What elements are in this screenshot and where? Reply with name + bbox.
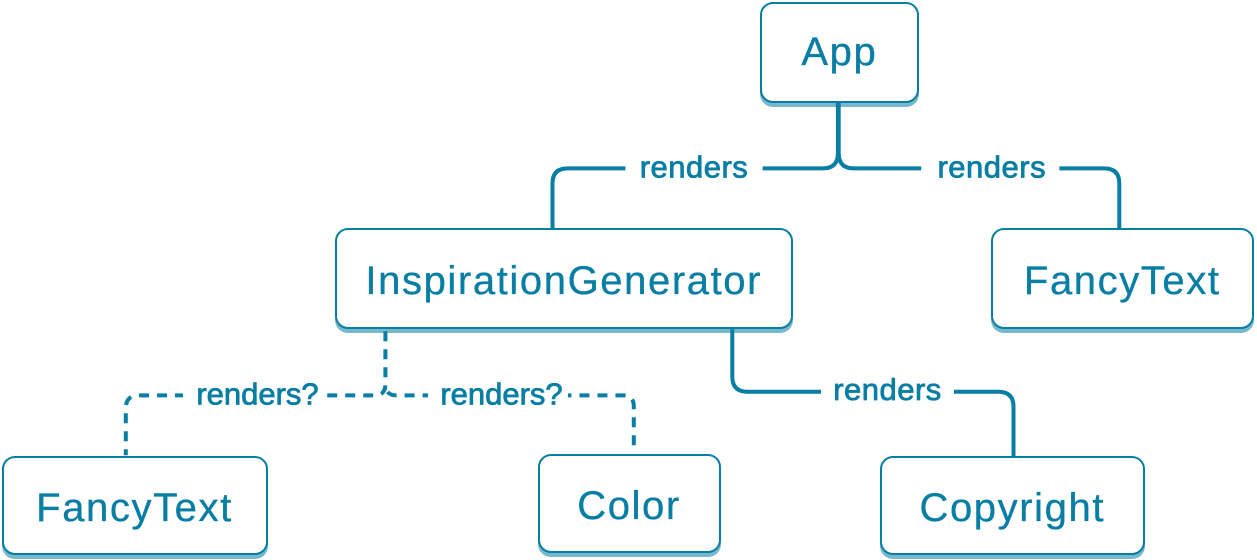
svg-text:renders: renders — [833, 372, 942, 407]
svg-text:renders: renders — [937, 150, 1046, 185]
svg-text:renders?: renders? — [196, 376, 318, 411]
svg-text:renders: renders — [640, 150, 749, 185]
svg-text:renders?: renders? — [440, 376, 562, 411]
